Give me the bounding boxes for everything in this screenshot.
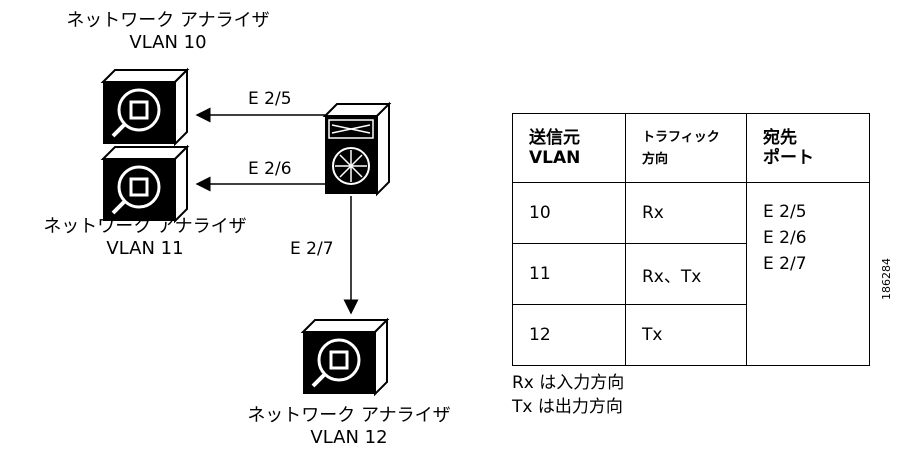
header-traffic-direction-text: トラフィック 方向 [642, 130, 720, 167]
analyzer-3-vlan: VLAN 12 [310, 427, 388, 448]
table-row: 11 Rx、Tx [512, 243, 870, 305]
header-destination-port: 宛先 ポート [746, 113, 870, 183]
header-destination-port-text: 宛先 ポート [763, 128, 814, 168]
port-label-e26: E 2/6 [248, 159, 292, 179]
table-row: 10 Rx E 2/5 E 2/6 E 2/7 [512, 182, 870, 366]
analyzer-1-vlan: VLAN 10 [129, 32, 207, 53]
analyzer-2-name: ネットワーク アナライザ [43, 216, 247, 237]
legend-notes: Rx は入力方向 Tx は出力方向 [512, 371, 624, 419]
switch-icon [322, 101, 392, 197]
cell-destinations: E 2/5 E 2/6 E 2/7 [746, 182, 870, 366]
cell-direction-11: Rx、Tx [625, 243, 747, 305]
table-header-row: 送信元 VLAN トラフィック 方向 宛先 ポート [512, 113, 870, 183]
note-tx: Tx は出力方向 [512, 397, 623, 417]
cell-vlan-10: 10 [512, 182, 626, 244]
analyzer-icon-vlan10 [101, 68, 189, 146]
analyzer-2-vlan: VLAN 11 [106, 238, 184, 259]
cell-direction-10: Rx [625, 182, 747, 244]
analyzer-label-2: ネットワーク アナライザ VLAN 11 [5, 216, 285, 260]
table-row: 12 Tx [512, 304, 870, 366]
note-rx: Rx は入力方向 [512, 373, 625, 393]
analyzer-3-name: ネットワーク アナライザ [247, 405, 451, 426]
port-label-e27: E 2/7 [290, 239, 334, 259]
cell-direction-12: Tx [625, 304, 747, 366]
cell-vlan-11: 11 [512, 243, 626, 305]
analyzer-icon-vlan11 [101, 145, 189, 223]
header-traffic-direction: トラフィック 方向 [625, 113, 747, 183]
analyzer-1-name: ネットワーク アナライザ [66, 10, 270, 31]
header-source-vlan-text: 送信元 VLAN [529, 128, 581, 168]
analyzer-icon-vlan12 [301, 318, 389, 396]
vlan-table: 送信元 VLAN トラフィック 方向 宛先 ポート 10 Rx E 2/5 E … [512, 113, 870, 366]
port-label-e25: E 2/5 [248, 89, 292, 109]
dest-e26: E 2/6 [763, 228, 807, 248]
analyzer-label-3: ネットワーク アナライザ VLAN 12 [204, 405, 494, 449]
figure-id: 186284 [880, 258, 893, 300]
dest-e27: E 2/7 [763, 254, 807, 274]
analyzer-label-1: ネットワーク アナライザ VLAN 10 [28, 10, 308, 54]
header-source-vlan: 送信元 VLAN [512, 113, 626, 183]
cell-vlan-12: 12 [512, 304, 626, 366]
dest-e25: E 2/5 [763, 202, 807, 222]
